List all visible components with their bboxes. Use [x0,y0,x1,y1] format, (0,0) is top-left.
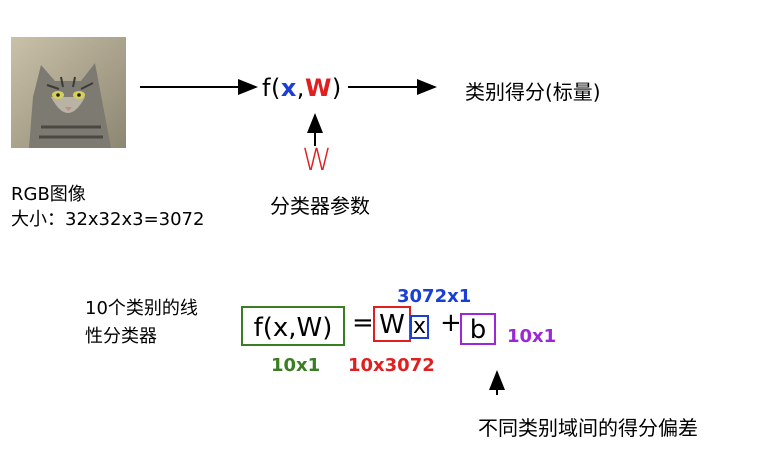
param-symbol: W [302,143,332,178]
rgb-title: RGB图像 [11,184,86,205]
dim-x-label: 3072x1 [397,286,472,307]
cat-image [11,37,126,148]
result-label: 类别得分(标量) [465,80,601,104]
function-x: x [280,74,297,102]
equation-plus: + [440,308,462,338]
equation-b-box: b [460,313,496,345]
dim-W-label: 10x3072 [348,355,435,376]
function-suffix: ) [331,74,342,102]
function-comma: , [296,74,305,102]
bias-label: 不同类别域间的得分偏差 [478,416,698,440]
param-label: 分类器参数 [270,194,370,218]
rgb-size: 大小：32x32x3=3072 [11,209,205,230]
function-expression: f(x,W) [262,74,342,102]
dim-f-label: 10x1 [271,355,321,376]
equation-equals: = [352,308,374,338]
dim-b-label: 10x1 [507,326,557,347]
function-prefix: f( [262,74,281,102]
equation-W-box: W [373,306,411,342]
classifier-label: 10个类别的线性分类器 [85,298,198,347]
function-w: W [304,74,332,102]
equation-fx-box: f(x,W) [241,306,345,346]
equation-x-box: x [410,315,429,339]
